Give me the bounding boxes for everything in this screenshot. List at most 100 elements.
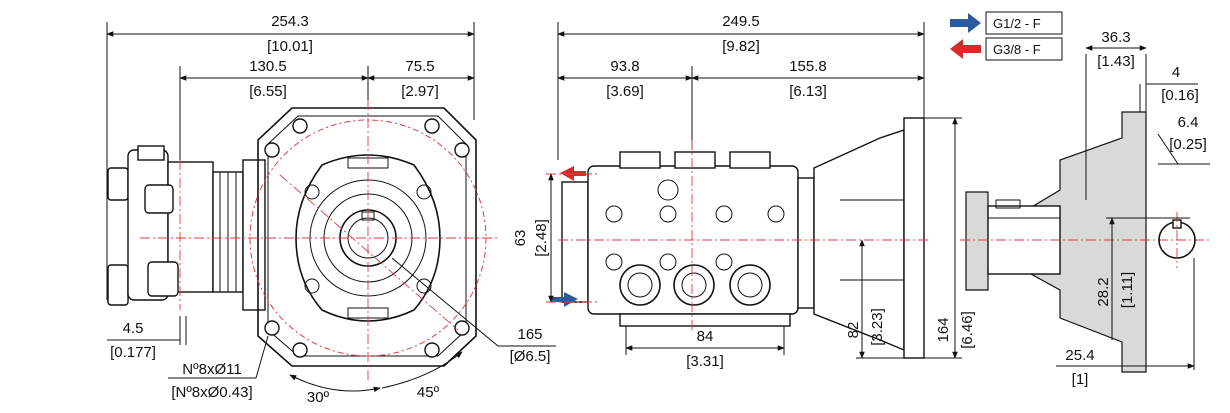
- inlet-arrow-icon: [552, 292, 578, 307]
- valve-cap: [729, 151, 771, 169]
- dim-shaft-height: 82: [845, 322, 862, 339]
- legend-box-outlet: [985, 37, 1063, 61]
- base-foot: [619, 313, 791, 327]
- mounting-flange: [257, 107, 477, 367]
- dim-base-width-in: [3.31]: [686, 353, 724, 370]
- port-fitting: [107, 264, 129, 306]
- end-cover: [561, 181, 589, 303]
- outlet-arrow-icon: [560, 166, 586, 181]
- mounting-hole: [264, 320, 280, 336]
- mounting-hole: [454, 320, 470, 336]
- dim-flange-height-in: [6.46]: [959, 311, 976, 349]
- dim-center-to-face-in: [2.97]: [401, 83, 439, 100]
- front-view: 254.3 [10.01] 130.5 [6.55] 75.5 [2.97]: [106, 13, 556, 406]
- dim-flange-offset: 36.3: [1101, 29, 1130, 46]
- dim-overall-width-in: [10.01]: [267, 38, 313, 55]
- dim-flange-height: 164: [935, 317, 952, 342]
- dim-shaft-diameter: 25.4: [1065, 347, 1094, 364]
- plunger-nut-inner: [737, 272, 763, 298]
- mounting-hole: [264, 142, 280, 158]
- dim-overall-width: 254.3: [271, 13, 309, 30]
- plug: [605, 253, 623, 271]
- dim-key-width: 4: [1172, 64, 1180, 81]
- plug: [715, 205, 733, 223]
- cover-bolt: [416, 278, 432, 294]
- dim-edge-offset: 4.5: [123, 320, 144, 337]
- dim-edge-offset-in: [0.177]: [110, 344, 156, 361]
- plug: [657, 179, 679, 201]
- dim-bolt-circle: 165: [517, 326, 542, 343]
- legend-outlet-label: G3/8 - F: [993, 42, 1041, 57]
- valve-cap: [137, 145, 165, 161]
- dim-angle-a: 30º: [307, 389, 330, 406]
- plug: [659, 205, 677, 223]
- cover-bolt: [304, 278, 320, 294]
- blue-arrow-icon: [950, 13, 981, 33]
- valve-cap: [674, 151, 716, 169]
- leader-line: [1157, 133, 1179, 165]
- hub-housing: [295, 154, 441, 322]
- mounting-hole: [424, 342, 440, 358]
- side-view: 249.5 [9.82] 93.8 [3.69] 155.8 [6.13]: [512, 13, 976, 370]
- cover-bolt: [416, 184, 432, 200]
- dim-holes: Nº8xØ11: [182, 361, 241, 378]
- dim-detail-shaft-height: 28.2: [1095, 277, 1112, 306]
- mounting-hole: [292, 118, 308, 134]
- crankcase-side: [242, 159, 266, 311]
- shaft-detail: 36.3 [1.43] 4 [0.16] 6.4 [0.25] 28.2 [1.…: [960, 29, 1210, 388]
- dim-base-width: 84: [697, 328, 714, 345]
- dim-right-section-in: [6.13]: [789, 83, 827, 100]
- leader-line: [255, 335, 269, 379]
- dim-bolt-circle-in: [Ø6.5]: [510, 348, 551, 365]
- dim-detail-shaft-height-in: [1.11]: [1119, 272, 1136, 308]
- mounting-hole: [292, 342, 308, 358]
- plug: [767, 205, 785, 223]
- dim-key-width-in: [0.16]: [1161, 87, 1199, 104]
- dim-left-to-center-in: [6.55]: [249, 83, 287, 100]
- plug: [605, 205, 623, 223]
- flange-inner-edge: [267, 115, 467, 357]
- dim-center-to-face: 75.5: [405, 58, 434, 75]
- red-arrow-icon: [950, 39, 981, 59]
- mounting-hole: [454, 142, 470, 158]
- dim-overall-length-in: [9.82]: [722, 38, 760, 55]
- dim-overall-length: 249.5: [722, 13, 760, 30]
- plunger-nut: [729, 264, 771, 306]
- dim-shaft-diameter-in: [1]: [1072, 371, 1089, 388]
- plunger-nut: [619, 264, 661, 306]
- dim-flange-offset-in: [1.43]: [1097, 53, 1135, 70]
- port-legend: G1/2 - F G3/8 - F: [950, 11, 1063, 61]
- mounting-hole: [424, 118, 440, 134]
- legend-inlet-label: G1/2 - F: [993, 16, 1041, 31]
- dim-key-depth-in: [0.25]: [1169, 136, 1207, 153]
- angle-arc-a: [289, 374, 381, 393]
- dim-left-section-in: [3.69]: [606, 83, 644, 100]
- dim-key-depth: 6.4: [1178, 114, 1199, 131]
- key: [995, 199, 1021, 209]
- crankcase-ring: [797, 177, 815, 309]
- plug: [659, 253, 677, 271]
- plunger-nut: [673, 264, 715, 306]
- angle-arc-b: [381, 351, 463, 389]
- hex-plug: [147, 261, 179, 297]
- plunger-nut-inner: [681, 272, 707, 298]
- plunger-nut-inner: [627, 272, 653, 298]
- dim-left-section: 93.8: [610, 58, 639, 75]
- dim-shaft-height-in: [3.23]: [869, 308, 886, 346]
- dim-right-section: 155.8: [789, 58, 827, 75]
- mounting-flange-side: [903, 117, 925, 359]
- port-fitting: [107, 167, 129, 201]
- bolt-angle-line: [279, 174, 459, 331]
- dim-port-spacing: 63: [512, 230, 529, 247]
- hex-plug: [144, 184, 174, 214]
- dim-angle-b: 45º: [417, 384, 440, 401]
- plug: [715, 253, 733, 271]
- dim-left-to-center: 130.5: [249, 58, 287, 75]
- cover-bolt: [304, 184, 320, 200]
- dim-holes-in: [Nº8xØ0.43]: [171, 384, 252, 401]
- legend-box-inlet: [985, 11, 1063, 35]
- valve-cap: [619, 151, 661, 169]
- leader-line: [391, 257, 499, 347]
- dim-port-spacing-in: [2.48]: [533, 219, 550, 257]
